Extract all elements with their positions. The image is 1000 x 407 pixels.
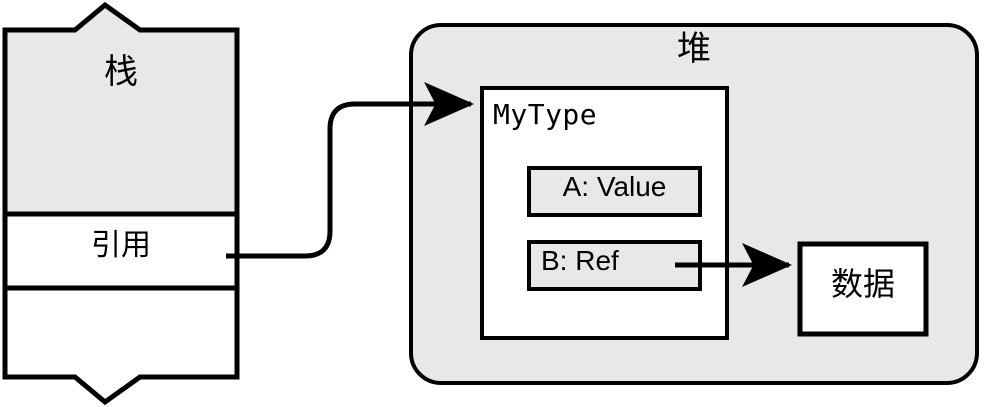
stack-region-label: 栈 <box>104 52 138 92</box>
field-a-box-shape <box>527 166 702 217</box>
data-box-label: 数据 <box>830 265 895 303</box>
field-a-label: A: Value <box>562 171 667 202</box>
field-b-label: B: Ref <box>541 245 619 276</box>
stack-empty-slot-shape <box>5 288 237 402</box>
stack-ref-to-object-arrow <box>226 82 475 259</box>
stack-outline <box>2 1 240 406</box>
stack-reference-slot-shape <box>5 214 237 288</box>
heap-region-label: 堆 <box>677 29 711 69</box>
stack-reference-slot-label: 引用 <box>91 228 151 263</box>
data-box-shape <box>797 241 929 337</box>
mytype-object-name: MyType <box>493 98 598 131</box>
stack-used-region-shape <box>5 5 237 214</box>
